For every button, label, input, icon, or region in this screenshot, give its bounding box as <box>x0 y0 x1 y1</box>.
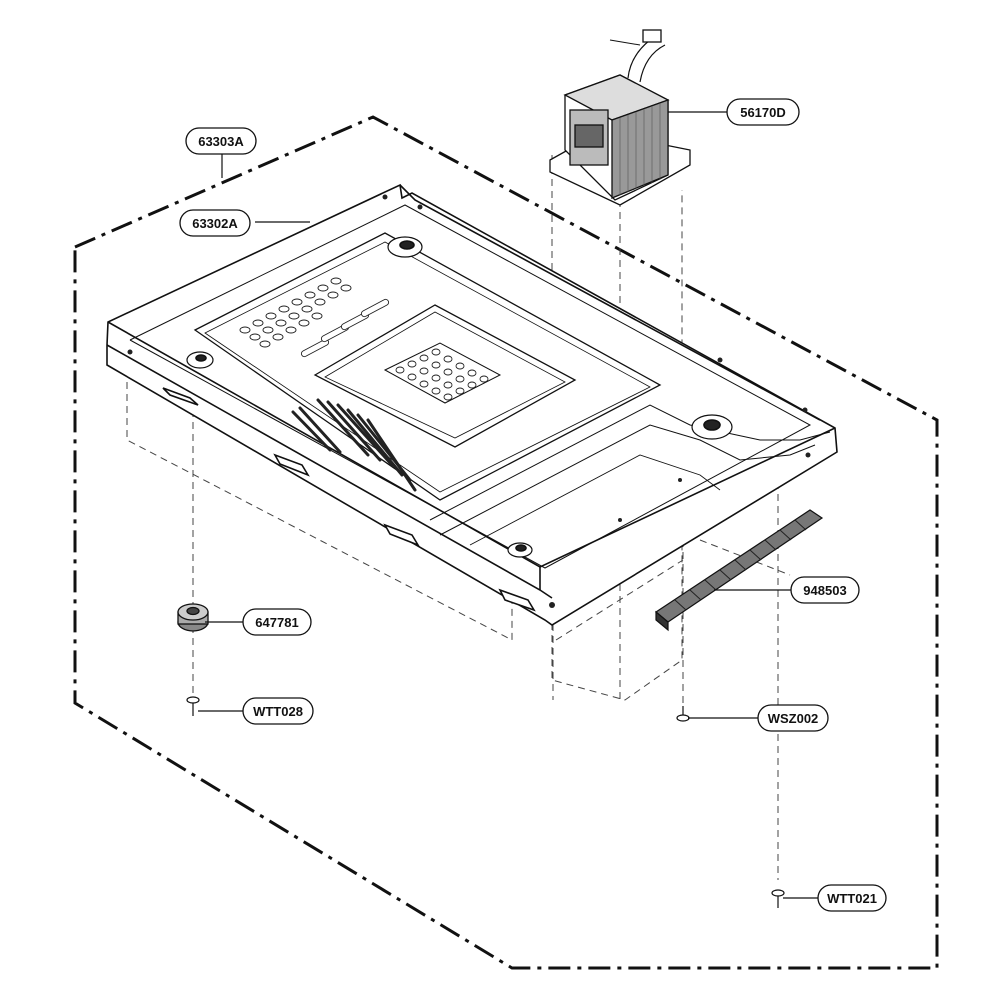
callout-label: 948503 <box>803 583 846 598</box>
leader-lines <box>198 111 820 899</box>
callout-63302a: 63302A <box>179 209 251 237</box>
callout-63303a: 63303A <box>185 127 257 155</box>
callout-label: 647781 <box>255 615 298 630</box>
base-plate <box>106 183 838 626</box>
callout-wtt028: WTT028 <box>242 697 314 725</box>
callout-56170d: 56170D <box>726 98 800 126</box>
vent-slots-upper <box>239 277 390 358</box>
callout-label: WTT028 <box>253 704 303 719</box>
assembly-boundary <box>73 115 939 970</box>
callout-label: WSZ002 <box>768 711 819 726</box>
gasket-strip <box>654 509 824 632</box>
vent-grid-center <box>383 342 502 404</box>
callout-647781: 647781 <box>242 608 312 636</box>
callout-label: 63303A <box>198 134 244 149</box>
rubber-foot <box>177 603 209 632</box>
callout-label: 56170D <box>740 105 786 120</box>
callout-948503: 948503 <box>790 576 860 604</box>
callout-wtt021: WTT021 <box>817 884 887 912</box>
vent-slots-lower <box>291 398 417 492</box>
transformer <box>549 29 691 206</box>
callout-wsz002: WSZ002 <box>757 704 829 732</box>
callout-label: WTT021 <box>827 891 877 906</box>
screw-wsz002 <box>676 706 690 722</box>
screw-wtt028 <box>186 696 200 716</box>
screw-wtt021 <box>771 889 785 908</box>
callout-label: 63302A <box>192 216 238 231</box>
